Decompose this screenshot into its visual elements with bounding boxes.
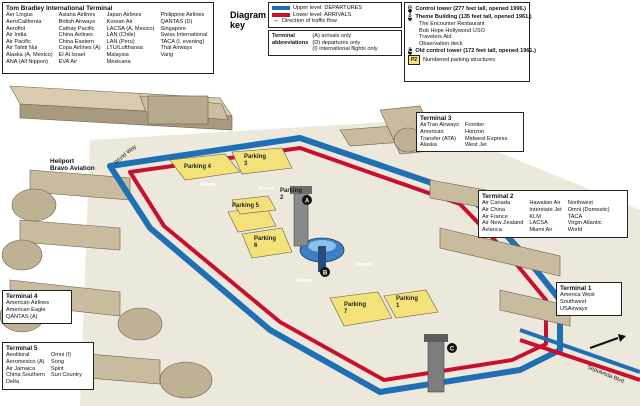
departures-road	[107, 135, 563, 395]
parking-3-label: Parking 3	[244, 154, 267, 167]
meters-label-3: Meters	[296, 278, 313, 284]
legend-landmarks: A Control tower (277 feet tall, opened 1…	[404, 2, 536, 82]
departures-swatch	[272, 6, 290, 11]
legend-control-tower: A Control tower (277 feet tall, opened 1…	[408, 5, 527, 13]
parking-2-label: Parking 2	[280, 188, 303, 201]
arrivals-swatch	[272, 12, 290, 17]
legend-arrivals: Lower level: ARRIVALS	[272, 12, 398, 19]
abbrev-list: (A) arrivals only (D) departures only (I…	[312, 33, 378, 53]
terminal1-title: Terminal 1	[560, 285, 592, 292]
marker-b	[320, 267, 330, 277]
parking-5-label: Parking 5	[232, 203, 260, 209]
diagram-key-title: Diagram key	[230, 10, 267, 30]
svg-text:C: C	[450, 347, 455, 353]
tbit-building	[9, 85, 233, 131]
theme-items: The Encounter Restaurant Bob Hope Hollyw…	[419, 21, 485, 47]
parking-4-label: Parking 4	[184, 164, 212, 170]
legend-departures: Upper level: DEPARTURES	[272, 5, 398, 12]
meters-label-1: Meters	[200, 182, 217, 188]
meters-label-4: Meters	[356, 262, 373, 268]
theme-building	[299, 237, 345, 272]
legend-traffic: → Direction of traffic flow	[272, 17, 337, 25]
marker-c	[447, 343, 457, 353]
parking-1-label: Parking 1	[396, 296, 419, 309]
road-loop	[107, 135, 640, 395]
marker-a	[302, 195, 312, 205]
terminal4-title: Terminal 4	[6, 293, 38, 300]
arrow-icon: →	[272, 17, 279, 25]
heliport-label: Heliport Bravo Aviation	[50, 158, 95, 172]
terminal2-title: Terminal 2	[482, 193, 514, 200]
tbit-title: Tom Bradley International Terminal	[6, 5, 113, 12]
parking-7-label: Parking 7	[344, 302, 367, 315]
parking-6-label: Parking 6	[254, 236, 277, 249]
meters-label-2: Meters	[258, 186, 275, 192]
terminal3-title: Terminal 3	[420, 115, 452, 122]
legend-theme-building: B Theme Building (135 feet tall, opened …	[408, 13, 532, 21]
legend-old-tower: C Old control tower (172 feet tall, open…	[408, 47, 536, 56]
legend-roads: Upper level: DEPARTURES Lower level: ARR…	[268, 2, 402, 28]
direction-arrow	[589, 334, 626, 349]
terminal5-title: Terminal 5	[6, 345, 38, 352]
svg-text:B: B	[323, 271, 328, 277]
heliport-sub: Bravo Aviation	[50, 165, 95, 172]
abbrev-title: Terminal abbreviations	[272, 33, 309, 46]
markers: A B C	[302, 195, 457, 353]
tbit-box: Tom Bradley International Terminal Aer L…	[2, 2, 214, 74]
legend-parking: P2 Numbered parking structures	[408, 55, 526, 66]
svg-text:A: A	[305, 199, 310, 205]
old-control-tower	[424, 334, 448, 393]
parking-structures	[169, 147, 439, 327]
legend-abbreviations: Terminal abbreviations (A) arrivals only…	[268, 30, 402, 56]
arrivals-road	[128, 146, 548, 382]
